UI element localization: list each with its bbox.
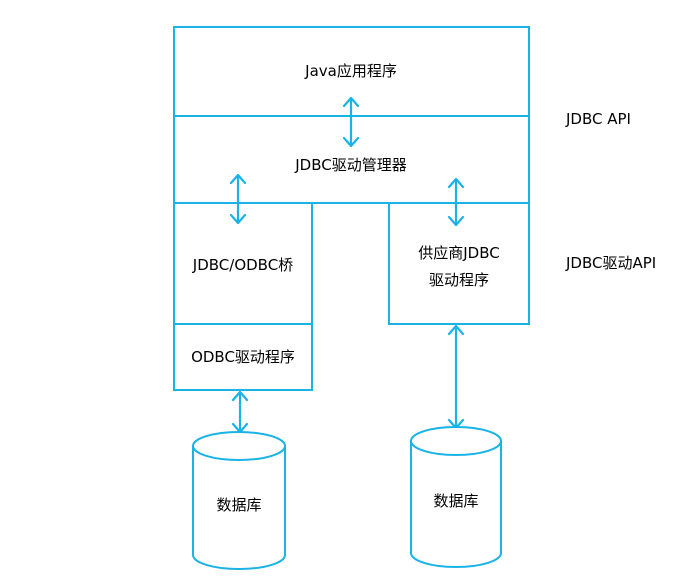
arrow-app-to-manager: [342, 96, 360, 148]
jdbc-odbc-bridge-label: JDBC/ODBC桥: [192, 256, 293, 274]
database-right-label: 数据库: [433, 492, 478, 510]
jdbc-odbc-bridge-box: [173, 202, 313, 325]
odbc-driver-box: [173, 323, 313, 391]
arrow-odbc-to-database: [231, 390, 249, 434]
vendor-driver-label-line2: 驱动程序: [429, 271, 489, 289]
odbc-driver-label: ODBC驱动程序: [191, 348, 295, 366]
driver-manager-label: JDBC驱动管理器: [294, 156, 406, 174]
database-left-label: 数据库: [216, 496, 261, 514]
jdbc-api-label: JDBC API: [565, 110, 631, 128]
database-right-cylinder: 数据库: [410, 426, 502, 568]
arrow-manager-to-vendor: [447, 177, 465, 227]
database-left-cylinder: 数据库: [192, 431, 286, 570]
vendor-driver-label-line1: 供应商JDBC: [418, 244, 499, 262]
vendor-driver-box: [388, 202, 530, 325]
jdbc-driver-api-label: JDBC驱动API: [565, 254, 656, 272]
arrow-vendor-to-database: [447, 324, 465, 430]
arrow-manager-to-bridge: [229, 173, 247, 225]
java-app-label: Java应用程序: [304, 62, 397, 80]
driver-manager-box: [173, 115, 530, 204]
